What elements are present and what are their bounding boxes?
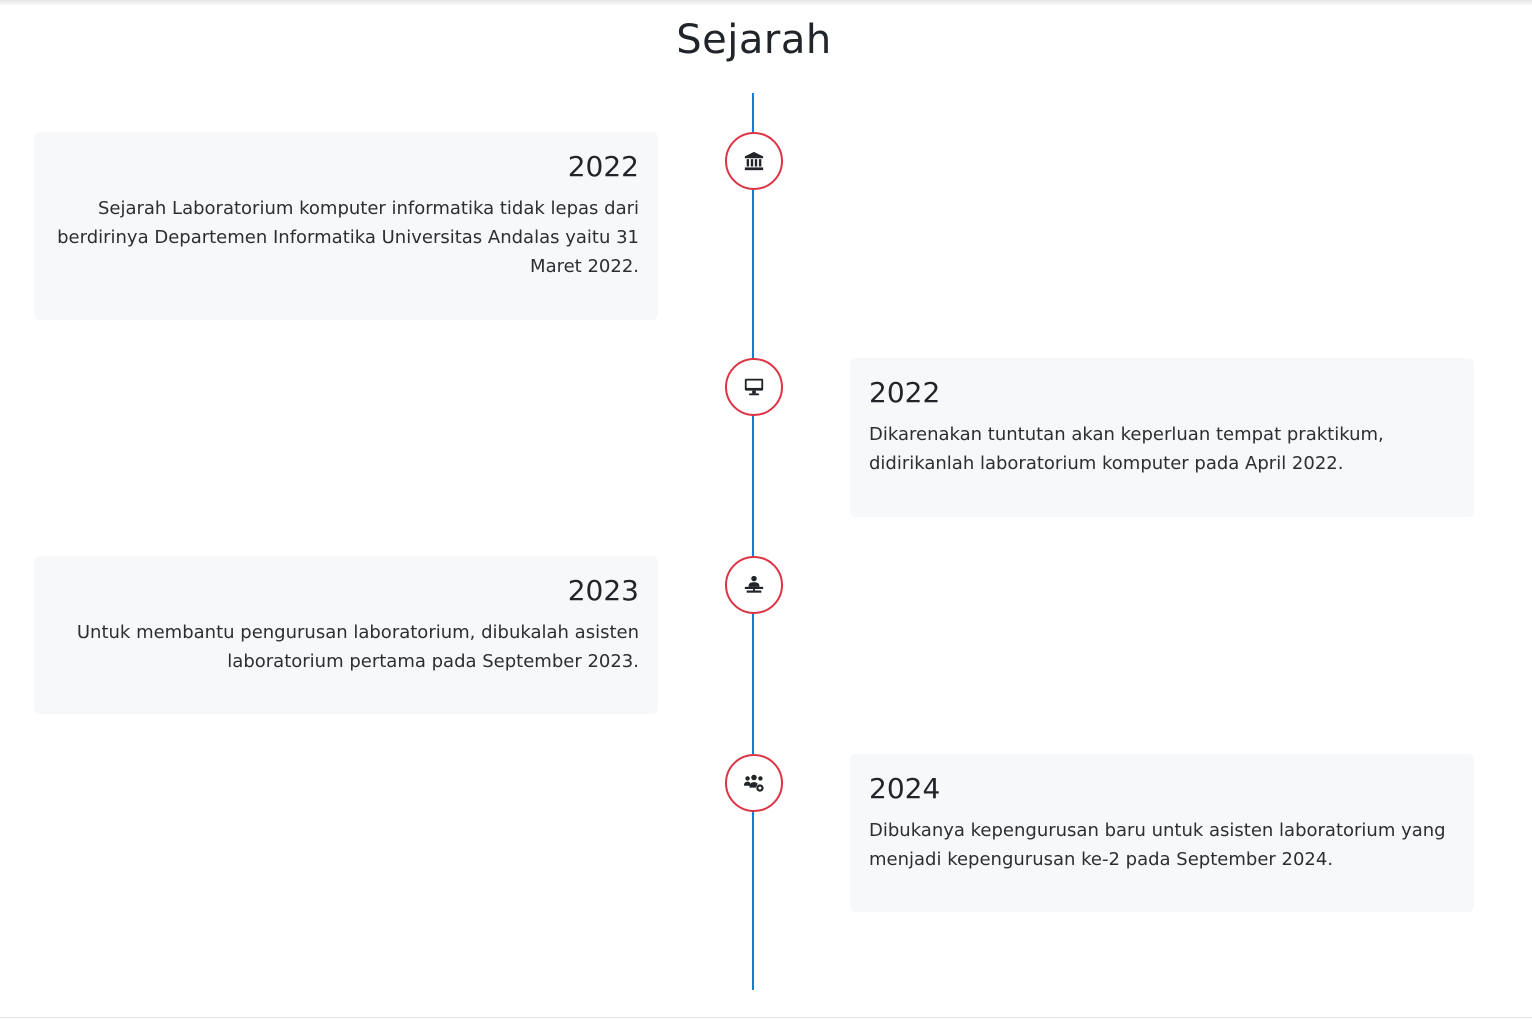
timeline-year: 2023 bbox=[567, 574, 639, 607]
timeline-node bbox=[725, 556, 783, 614]
timeline-node bbox=[725, 358, 783, 416]
timeline-card: 2024 Dibukanya kepengurusan baru untuk a… bbox=[850, 754, 1474, 912]
timeline-card: 2022 Sejarah Laboratorium komputer infor… bbox=[34, 132, 658, 320]
timeline-node bbox=[725, 132, 783, 190]
desktop-icon bbox=[744, 378, 764, 396]
page-title: Sejarah bbox=[676, 17, 832, 63]
timeline-description: Dikarenakan tuntutan akan keperluan temp… bbox=[869, 424, 1384, 474]
timeline-card: 2023 Untuk membantu pengurusan laborator… bbox=[34, 556, 658, 714]
timeline-line bbox=[752, 93, 754, 990]
timeline-description: Sejarah Laboratorium komputer informatik… bbox=[57, 198, 639, 277]
users-cog-icon bbox=[743, 774, 764, 792]
timeline-year: 2022 bbox=[567, 150, 639, 183]
timeline-year: 2024 bbox=[869, 772, 941, 805]
top-shadow bbox=[0, 0, 1532, 6]
timeline-description: Untuk membantu pengurusan laboratorium, … bbox=[76, 622, 639, 672]
timeline-description: Dibukanya kepengurusan baru untuk asiste… bbox=[869, 820, 1446, 870]
timeline-node bbox=[725, 754, 783, 812]
timeline-year: 2022 bbox=[869, 376, 941, 409]
university-icon bbox=[744, 151, 764, 171]
chalkboard-teacher-icon bbox=[744, 575, 764, 593]
timeline-card: 2022 Dikarenakan tuntutan akan keperluan… bbox=[850, 358, 1474, 517]
footer-divider bbox=[0, 1017, 1532, 1018]
